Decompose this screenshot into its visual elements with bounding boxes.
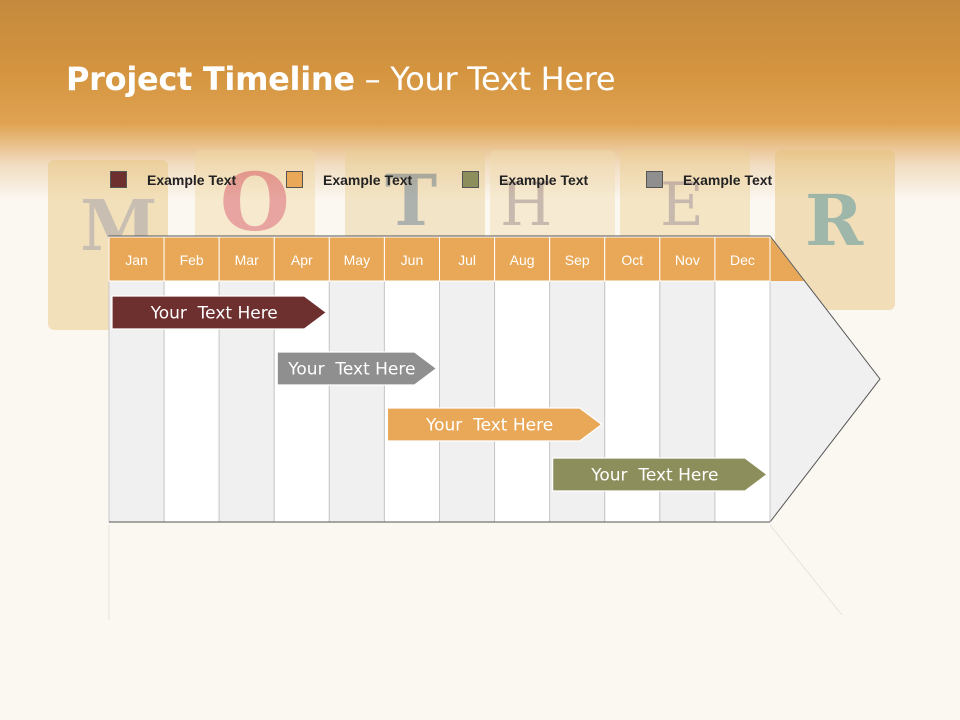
month-label: Aug bbox=[510, 252, 535, 268]
legend-label: Example Text bbox=[147, 172, 237, 188]
month-label: Nov bbox=[675, 252, 700, 268]
svg-text:R: R bbox=[805, 179, 864, 262]
legend-swatch bbox=[646, 171, 663, 188]
month-label: Oct bbox=[621, 252, 643, 268]
svg-text:H: H bbox=[500, 170, 552, 240]
task-bar-label: Your Text Here bbox=[425, 416, 553, 436]
month-label: Sep bbox=[565, 252, 590, 268]
month-header-cell bbox=[604, 236, 661, 282]
task-bar-label: Your Text Here bbox=[590, 466, 718, 486]
legend-swatch bbox=[286, 171, 303, 188]
month-header-cell bbox=[108, 236, 165, 282]
svg-text:O: O bbox=[220, 155, 290, 249]
task-bar bbox=[111, 295, 328, 330]
month-header-cell bbox=[494, 236, 551, 282]
month-label: Jun bbox=[401, 252, 424, 268]
month-header-cell bbox=[383, 236, 440, 282]
title-rest: – Your Text Here bbox=[354, 60, 616, 98]
task-bar-label: Your Text Here bbox=[150, 304, 278, 324]
month-header-cell bbox=[273, 236, 330, 282]
month-label: Apr bbox=[291, 252, 313, 268]
month-label: Feb bbox=[180, 252, 204, 268]
month-label: Jul bbox=[458, 252, 476, 268]
svg-text:E: E bbox=[660, 170, 704, 240]
month-column bbox=[494, 280, 551, 523]
task-bar bbox=[552, 457, 768, 492]
month-label: Mar bbox=[235, 252, 259, 268]
month-label: Jan bbox=[125, 252, 148, 268]
legend-label: Example Text bbox=[499, 172, 589, 188]
task-bar bbox=[386, 407, 603, 442]
month-header-cell bbox=[163, 236, 220, 282]
title-bold: Project Timeline bbox=[66, 60, 355, 98]
legend-label: Example Text bbox=[323, 172, 413, 188]
month-label: May bbox=[344, 252, 370, 268]
month-header-cell bbox=[328, 236, 385, 282]
month-label: Dec bbox=[730, 252, 755, 268]
task-bar-label: Your Text Here bbox=[287, 360, 415, 380]
month-header-cell bbox=[218, 236, 275, 282]
legend-swatch bbox=[110, 171, 127, 188]
month-column bbox=[328, 280, 385, 523]
month-header-cell bbox=[714, 236, 771, 282]
legend-label: Example Text bbox=[683, 172, 773, 188]
slide-title: Project Timeline – Your Text Here bbox=[66, 60, 616, 98]
legend-swatch bbox=[462, 171, 479, 188]
month-column bbox=[383, 280, 440, 523]
month-column bbox=[439, 280, 496, 523]
header-arrow-tip bbox=[770, 237, 804, 281]
task-bar bbox=[276, 351, 438, 386]
month-header-cell bbox=[439, 236, 496, 282]
svg-text:T: T bbox=[385, 159, 437, 242]
